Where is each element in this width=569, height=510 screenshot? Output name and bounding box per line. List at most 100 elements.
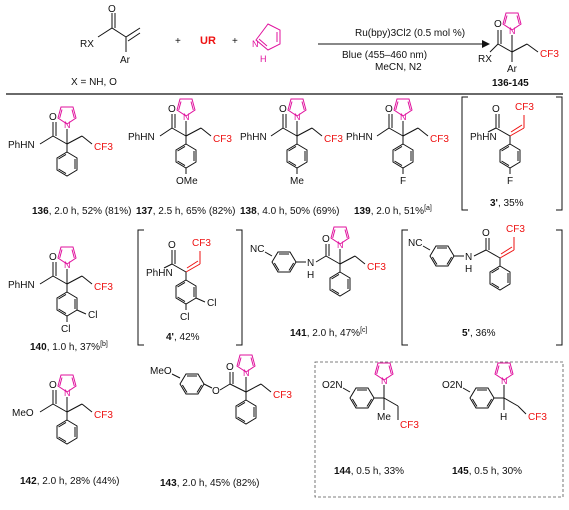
label-cf3: CF3 bbox=[400, 420, 419, 431]
compound-140-structure: N O PhHN CF3 Cl Cl bbox=[8, 246, 113, 335]
label-n: N bbox=[243, 368, 250, 378]
compound-139-structure: N O PhHN CF3 F bbox=[346, 98, 449, 187]
compound-144-structure: O2N N CF3 Me bbox=[322, 362, 419, 431]
carbonyl-o-label: O bbox=[108, 4, 116, 15]
rx-label: RX bbox=[80, 39, 94, 50]
product-cf3-label: CF3 bbox=[540, 49, 559, 60]
label-cl: Cl bbox=[207, 298, 216, 309]
compound-137-caption: 137, 2.5 h, 65% (82%) bbox=[136, 206, 236, 217]
label-o: O bbox=[226, 362, 234, 373]
dashed-box-144-145 bbox=[314, 361, 564, 498]
product-rx-label: RX bbox=[478, 54, 492, 65]
label-o: O bbox=[385, 104, 393, 115]
compound-142-structure: N O MeO CF3 bbox=[12, 374, 113, 445]
label-nc: NC bbox=[408, 238, 422, 249]
compound-138-structure: N O PhHN CF3 Me bbox=[240, 98, 343, 187]
compound-136-caption: 136, 2.0 h, 52% (81%) bbox=[32, 206, 132, 217]
compound-137-structure: N O PhHN CF3 OMe bbox=[128, 98, 232, 187]
label-o: O bbox=[168, 240, 176, 251]
compound-138-caption: 138, 4.0 h, 50% (69%) bbox=[240, 206, 340, 217]
pyrazole-reagent: N H bbox=[252, 23, 281, 64]
label-nh-n: N bbox=[465, 252, 472, 263]
compound-141-caption: 141, 2.0 h, 47%[c] bbox=[290, 327, 368, 339]
ar-label: Ar bbox=[120, 55, 131, 66]
label-cf3: CF3 bbox=[94, 410, 113, 421]
label-nh-h: H bbox=[465, 264, 472, 275]
label-n: N bbox=[64, 260, 71, 270]
label-h: H bbox=[500, 412, 507, 423]
label-o: O bbox=[492, 104, 500, 115]
compound-144-caption: 144, 0.5 h, 33% bbox=[334, 466, 404, 477]
label-o2n: O2N bbox=[322, 380, 343, 391]
label-cf3: CF3 bbox=[94, 282, 113, 293]
compound-136-structure: N O PhHN CF3 bbox=[8, 106, 113, 177]
compound-5prime-structure: NC N H O CF3 bbox=[401, 224, 563, 346]
label-n: N bbox=[400, 112, 407, 122]
compound-3prime-caption: 3', 35% bbox=[490, 198, 524, 209]
substrate-structure: O RX Ar X = NH, O bbox=[71, 4, 141, 88]
label-nh-n: N bbox=[307, 258, 314, 269]
label-n: N bbox=[183, 112, 190, 122]
plus-sign-1: + bbox=[175, 36, 181, 47]
label-cf3: CF3 bbox=[506, 224, 525, 235]
label-cf3: CF3 bbox=[213, 134, 232, 145]
product-compound-range: 136-145 bbox=[492, 78, 529, 89]
label-o: O bbox=[279, 104, 287, 115]
compound-145-caption: 145, 0.5 h, 30% bbox=[452, 466, 522, 477]
label-n: N bbox=[337, 240, 344, 250]
label-phhn: PhHN bbox=[146, 268, 173, 279]
label-cl: Cl bbox=[61, 324, 70, 335]
label-n: N bbox=[501, 376, 508, 386]
pyrazole-n-label: N bbox=[252, 39, 259, 49]
label-o: O bbox=[168, 104, 176, 115]
label-phhn: PhHN bbox=[470, 132, 497, 143]
pyrazole-h-label: H bbox=[260, 54, 267, 64]
label-phhn: PhHN bbox=[346, 132, 373, 143]
label-o: O bbox=[322, 234, 330, 245]
compound-143-caption: 143, 2.0 h, 45% (82%) bbox=[160, 478, 260, 489]
x-definition: X = NH, O bbox=[71, 77, 117, 88]
label-me: Me bbox=[290, 176, 304, 187]
label-phhn: PhHN bbox=[128, 132, 155, 143]
condition-solvent: MeCN, N2 bbox=[375, 62, 422, 73]
label-n: N bbox=[64, 120, 71, 130]
plus-sign-2: + bbox=[232, 36, 238, 47]
label-cf3: CF3 bbox=[324, 134, 343, 145]
compound-139-caption: 139, 2.0 h, 51%[a] bbox=[354, 205, 432, 217]
reaction-arrow: Ru(bpy)3Cl2 (0.5 mol %) Blue (455–460 nm… bbox=[318, 28, 490, 73]
label-cl: Cl bbox=[180, 312, 189, 323]
label-n: N bbox=[64, 388, 71, 398]
label-phhn: PhHN bbox=[8, 280, 35, 291]
label-o: O bbox=[49, 380, 57, 391]
label-cf3: CF3 bbox=[367, 262, 386, 273]
label-o: O bbox=[482, 228, 490, 239]
label-o: O bbox=[49, 112, 57, 123]
label-cf3: CF3 bbox=[273, 390, 292, 401]
compound-141-structure: NC N H O N CF3 bbox=[250, 226, 386, 297]
compound-145-structure: O2N N CF3 H bbox=[442, 362, 547, 423]
label-me: Me bbox=[377, 412, 391, 423]
label-meo: MeO bbox=[150, 366, 172, 377]
label-n: N bbox=[294, 112, 301, 122]
compound-4prime-caption: 4', 42% bbox=[166, 332, 200, 343]
compound-143-structure: MeO O O N CF3 bbox=[150, 354, 292, 425]
label-nc: NC bbox=[250, 244, 264, 255]
product-o-label: O bbox=[494, 19, 502, 30]
label-cf3: CF3 bbox=[192, 238, 211, 249]
label-cl: Cl bbox=[88, 310, 97, 321]
label-f: F bbox=[507, 176, 513, 187]
compound-140-caption: 140, 1.0 h, 37%[b] bbox=[30, 341, 108, 353]
compound-142-caption: 142, 2.0 h, 28% (44%) bbox=[20, 476, 120, 487]
label-meo: MeO bbox=[12, 408, 34, 419]
label-cf3: CF3 bbox=[430, 134, 449, 145]
label-cf3: CF3 bbox=[515, 102, 534, 113]
label-nh-h: H bbox=[307, 270, 314, 281]
product-structure: N O RX CF3 Ar 136-145 bbox=[478, 12, 559, 89]
label-phhn: PhHN bbox=[8, 140, 35, 151]
label-ester-o: O bbox=[212, 386, 220, 397]
compound-3prime-structure: O PhHN CF3 F bbox=[461, 96, 563, 211]
product-ar-label: Ar bbox=[507, 64, 518, 75]
label-o2n: O2N bbox=[442, 380, 463, 391]
product-n-label: N bbox=[509, 26, 516, 36]
